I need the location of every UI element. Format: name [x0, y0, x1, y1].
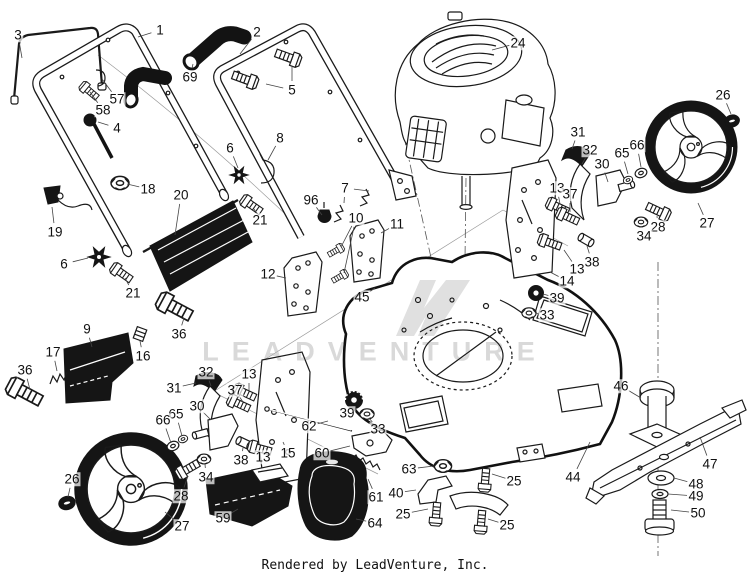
part-number-label: 2	[252, 24, 262, 40]
part-number-label: 25	[394, 506, 412, 522]
part-number-label: 8	[275, 130, 285, 146]
part-number-label: 30	[593, 156, 611, 172]
handle-grips	[123, 26, 252, 109]
engine-drawing	[394, 11, 556, 211]
part-number-label: 40	[387, 485, 405, 501]
part-number-label: 65	[613, 145, 631, 161]
part-number-label: 38	[583, 254, 601, 270]
part-number-label: 5	[287, 82, 297, 98]
part-number-label: 18	[139, 181, 157, 197]
part-number-label: 28	[172, 488, 190, 504]
part-number-label: 20	[172, 187, 190, 203]
blade-assembly	[585, 380, 747, 536]
part-number-label: 63	[400, 461, 418, 477]
part-number-label: 12	[259, 266, 277, 282]
handle-brackets	[283, 219, 385, 317]
part-number-label: 61	[367, 489, 385, 505]
part-number-label: 30	[188, 398, 206, 414]
part-number-label: 39	[548, 290, 566, 306]
part-number-label: 26	[714, 87, 732, 103]
part-number-label: 17	[44, 344, 62, 360]
part-number-label: 45	[353, 289, 371, 305]
part-number-label: 36	[16, 362, 34, 378]
part-number-label: 57	[108, 91, 126, 107]
part-number-label: 34	[197, 469, 215, 485]
part-number-label: 26	[63, 471, 81, 487]
part-number-label: 25	[505, 473, 523, 489]
part-number-label: 46	[612, 378, 630, 394]
part-number-label: 21	[251, 212, 269, 228]
part-number-label: 37	[561, 186, 579, 202]
part-number-label: 62	[300, 418, 318, 434]
part-number-label: 9	[82, 321, 92, 337]
part-number-label: 21	[124, 285, 142, 301]
part-number-label: 19	[46, 224, 64, 240]
part-number-label: 66	[628, 137, 646, 153]
part-number-label: 15	[279, 445, 297, 461]
part-number-label: 27	[698, 215, 716, 231]
part-number-label: 28	[649, 219, 667, 235]
lower-handle	[213, 23, 417, 239]
part-number-label: 59	[214, 510, 232, 526]
part-number-label: 33	[538, 307, 556, 323]
part-number-label: 47	[701, 456, 719, 472]
part-number-label: 37	[226, 382, 244, 398]
part-number-label: 36	[170, 326, 188, 342]
rear-door-group	[43, 185, 253, 292]
part-number-label: 58	[94, 102, 112, 118]
part-number-label: 1	[155, 22, 165, 38]
part-number-label: 13	[240, 366, 258, 382]
part-number-label: 25	[498, 517, 516, 533]
part-number-label: 13	[568, 261, 586, 277]
part-number-label: 96	[302, 192, 320, 208]
part-number-label: 33	[369, 421, 387, 437]
part-number-label: 11	[388, 216, 406, 232]
part-number-label: 32	[581, 142, 599, 158]
part-number-label: 69	[181, 69, 199, 85]
part-number-label: 31	[165, 380, 183, 396]
right-wheel-cluster	[505, 100, 740, 319]
part-number-label: 38	[232, 452, 250, 468]
part-number-label: 16	[134, 348, 152, 364]
part-number-label: 6	[59, 256, 69, 272]
part-number-label: 44	[564, 469, 582, 485]
part-number-label: 3	[13, 27, 23, 43]
part-number-label: 64	[366, 515, 384, 531]
part-number-label: 31	[569, 124, 587, 140]
part-number-label: 27	[173, 518, 191, 534]
part-number-label: 32	[197, 364, 215, 380]
part-number-label: 6	[225, 140, 235, 156]
handle-hardware	[77, 45, 370, 286]
part-number-label: 34	[635, 228, 653, 244]
part-number-label: 49	[687, 488, 705, 504]
part-number-label: 14	[558, 273, 576, 289]
part-number-label: 13	[254, 449, 272, 465]
upper-handle	[32, 23, 230, 258]
part-number-label: 65	[167, 406, 185, 422]
part-number-label: 10	[347, 210, 365, 226]
part-number-label: 50	[689, 505, 707, 521]
chute-group	[2, 289, 196, 411]
render-credit: Rendered by LeadVenture, Inc.	[261, 558, 489, 573]
part-number-label: 39	[338, 405, 356, 421]
part-number-label: 24	[509, 35, 527, 51]
part-number-label: 13	[548, 180, 566, 196]
part-number-label: 4	[112, 120, 122, 136]
part-number-label: 66	[154, 412, 172, 428]
part-number-label: 48	[687, 476, 705, 492]
part-number-label: 7	[340, 180, 350, 196]
part-number-label: 60	[313, 445, 331, 461]
